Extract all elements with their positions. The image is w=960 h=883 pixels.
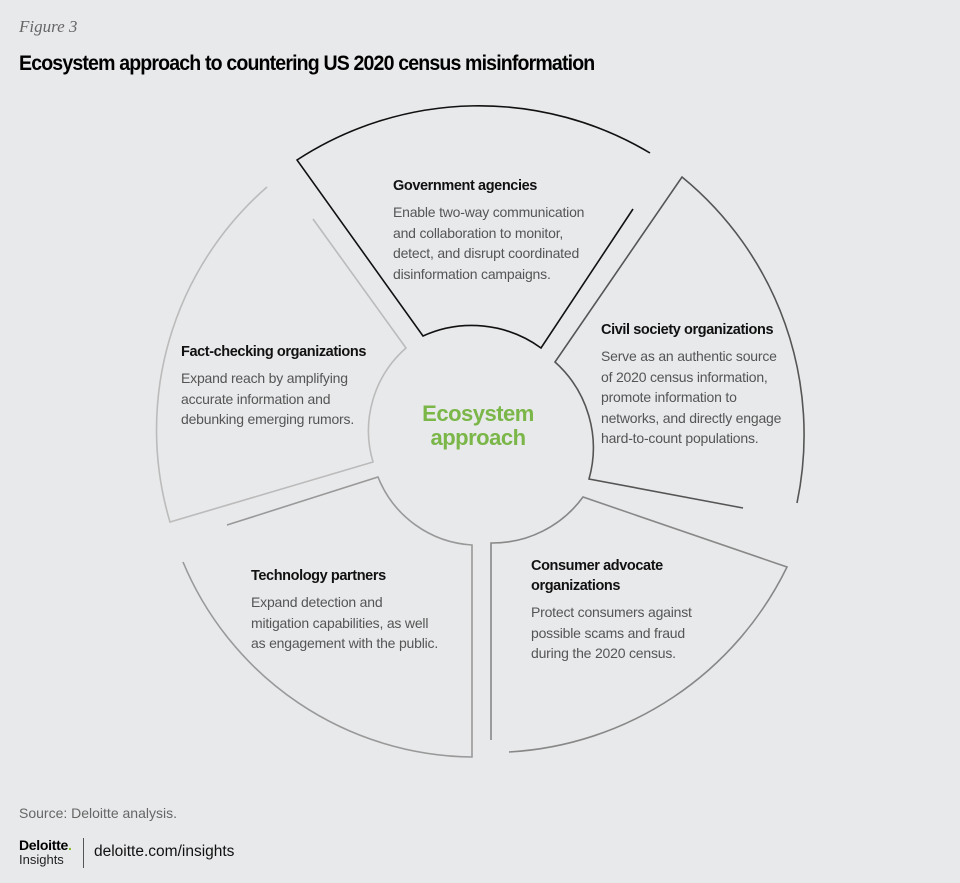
segment-government-outline [295, 105, 651, 350]
footer-divider [83, 838, 84, 868]
center-label: Ecosystem approach [378, 402, 578, 450]
segment-text: disinformation campaigns. [393, 265, 551, 282]
segment-text: Protect consumers against [531, 604, 692, 620]
segment-title: Civil society organizations [601, 322, 774, 338]
footer-link[interactable]: deloitte.com/insights [94, 843, 235, 860]
segment-title: Consumer advocate organizations [531, 556, 692, 596]
segment-text: and collaboration to monitor, [393, 224, 564, 241]
segment-title: Government agencies [393, 178, 537, 194]
deloitte-insights-logo: Deloitte. Insights [19, 837, 72, 867]
segment-title: Technology partners [251, 568, 386, 584]
segment-civil-outline [553, 175, 805, 509]
segment-text: as engagement with the public. [251, 635, 439, 651]
segment-government: Government agencies Enable two-way commu… [393, 176, 584, 284]
segment-consumer-outline [490, 496, 789, 753]
segment-text: Serve as an authentic source [601, 348, 777, 364]
figure-label: Figure 3 [19, 17, 78, 36]
segment-text: Expand reach by amplifying [181, 370, 348, 386]
segment-civil: Civil society organizations Serve as an … [601, 320, 781, 449]
segment-text: debunking emerging rumors. [181, 411, 355, 427]
segment-title: Fact-checking organizations [181, 344, 366, 360]
segment-title-line: organizations [531, 578, 621, 594]
source-note: Source: Deloitte analysis. [19, 805, 177, 821]
logo-name: Deloitte [19, 837, 68, 853]
segment-title-line: Consumer advocate [531, 558, 663, 574]
segment-text: Expand detection and [251, 594, 383, 610]
segment-text: detect, and disrupt coordinated [393, 245, 580, 261]
logo-sub: Insights [19, 852, 64, 867]
segment-text: Enable two-way communication [393, 204, 585, 220]
segment-factcheck: Fact-checking organizations Expand reach… [181, 342, 366, 430]
center-label-line: Ecosystem [422, 401, 534, 426]
segment-text: hard-to-count populations. [601, 430, 759, 446]
segment-text: mitigation capabilities, as well [251, 614, 429, 631]
segment-text: of 2020 census information, [601, 368, 768, 385]
segment-text: promote information to [601, 389, 737, 405]
segment-text: networks, and directly engage [601, 409, 782, 426]
segment-text: possible scams and fraud [531, 624, 685, 641]
page-title: Ecosystem approach to countering US 2020… [19, 52, 595, 75]
segment-technology: Technology partners Expand detection and… [251, 566, 438, 654]
segment-consumer: Consumer advocate organizations Protect c… [531, 556, 692, 664]
center-label-line: approach [430, 425, 526, 450]
segment-text: accurate information and [181, 390, 331, 407]
segment-text: during the 2020 census. [531, 645, 676, 661]
segment-factcheck-outline [155, 186, 408, 523]
segment-technology-outline [182, 476, 473, 758]
